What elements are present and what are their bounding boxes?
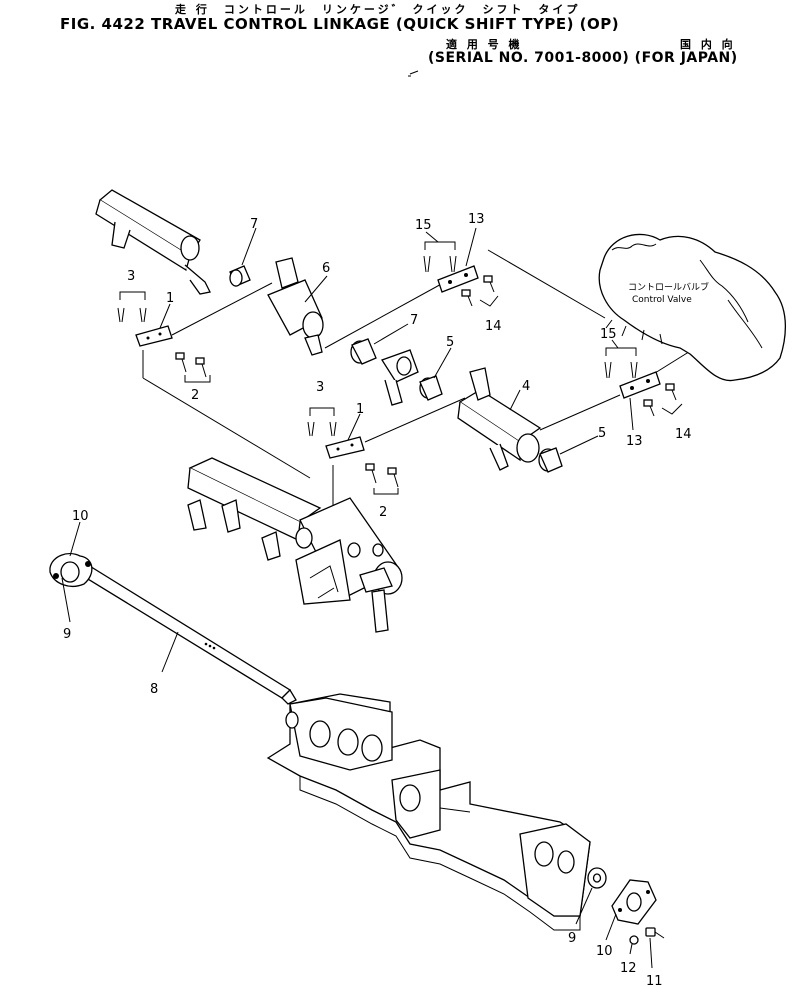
figure-title: FIG. 4422 TRAVEL CONTROL LINKAGE (QUICK … xyxy=(60,15,620,33)
part-label: 9 xyxy=(63,627,71,642)
control-valve-label-en: Control Valve xyxy=(632,295,692,305)
bolts-part-2-middle xyxy=(365,463,399,495)
linkage-line xyxy=(171,282,273,336)
part-label: 1 xyxy=(356,402,364,417)
cotter-pins-part-3-upper xyxy=(117,291,147,323)
part-label: 14 xyxy=(485,319,502,334)
cotter-pins-part-3-middle xyxy=(307,407,337,437)
lock-washer-part-12 xyxy=(629,935,639,945)
part-label: 3 xyxy=(316,380,324,395)
part-label: 5 xyxy=(446,335,454,350)
part-label: 6 xyxy=(322,261,330,276)
control-valve-label-jp: コントロールバルブ xyxy=(628,281,709,293)
bolts-part-2-upper xyxy=(175,352,211,383)
part-label: 13 xyxy=(468,212,485,227)
japanese-applicability: 適 用 号 機 xyxy=(446,38,523,51)
central-linkage-assembly xyxy=(187,457,403,633)
part-label: 5 xyxy=(598,426,606,441)
linkage-line xyxy=(364,397,466,443)
collar-part-7-upper xyxy=(229,265,251,287)
flange-part-10-right xyxy=(611,879,657,925)
collar-part-7-middle xyxy=(350,338,377,365)
washer-part-9-right xyxy=(587,867,607,889)
japanese-destination: 国 内 向 xyxy=(680,38,736,51)
part-label: 13 xyxy=(626,434,643,449)
part-label: 3 xyxy=(127,269,135,284)
collar-part-5-lower xyxy=(538,447,563,473)
clevis-part-1-upper xyxy=(135,325,173,347)
part-label: 8 xyxy=(150,682,158,697)
part-label: 15 xyxy=(415,218,432,233)
part-label: 15 xyxy=(600,327,617,342)
flange-part-10-left xyxy=(49,553,93,587)
part-label: 4 xyxy=(522,379,530,394)
main-frame xyxy=(266,693,591,931)
part-label: 9 xyxy=(568,931,576,946)
clevis-part-1-middle xyxy=(325,436,365,459)
collar-part-5-middle xyxy=(419,375,443,401)
part-label: 11 xyxy=(646,974,663,986)
part-label: 10 xyxy=(72,509,89,524)
part-label: 7 xyxy=(250,217,258,232)
part-label: 12 xyxy=(620,961,637,976)
joint-assembly-lower xyxy=(604,347,683,417)
serial-range: (SERIAL NO. 7001-8000) (FOR JAPAN) xyxy=(428,50,738,66)
part-callouts: 7 6 3 1 2 15 13 14 7 5 3 1 4 15 13 14 5 … xyxy=(61,212,692,986)
part-label: 14 xyxy=(675,427,692,442)
joint-assembly-upper xyxy=(423,241,499,307)
pipe-part-4 xyxy=(457,367,542,471)
lever-bracket-middle xyxy=(381,349,419,406)
linkage-line xyxy=(324,281,446,349)
bolt-part-11 xyxy=(645,927,665,939)
part-label: 2 xyxy=(379,505,387,520)
control-valve: コントロールバルブ Control Valve xyxy=(598,233,786,382)
japanese-title: 走 行 コントロール リンケージ゛ クイック シフト タイプ xyxy=(175,3,581,16)
part-label: 7 xyxy=(410,313,418,328)
lever-part-6 xyxy=(267,257,324,356)
linkage-line xyxy=(539,394,621,431)
part-label: 1 xyxy=(166,291,174,306)
upper-pipe-bracket xyxy=(95,189,211,295)
scan-mark xyxy=(408,70,419,77)
shaft-part-8 xyxy=(68,559,297,705)
linkage-lines xyxy=(142,249,701,512)
part-label: 2 xyxy=(191,388,199,403)
part-label: 10 xyxy=(596,944,613,959)
linkage-line xyxy=(142,377,311,479)
linkage-line xyxy=(487,249,606,319)
